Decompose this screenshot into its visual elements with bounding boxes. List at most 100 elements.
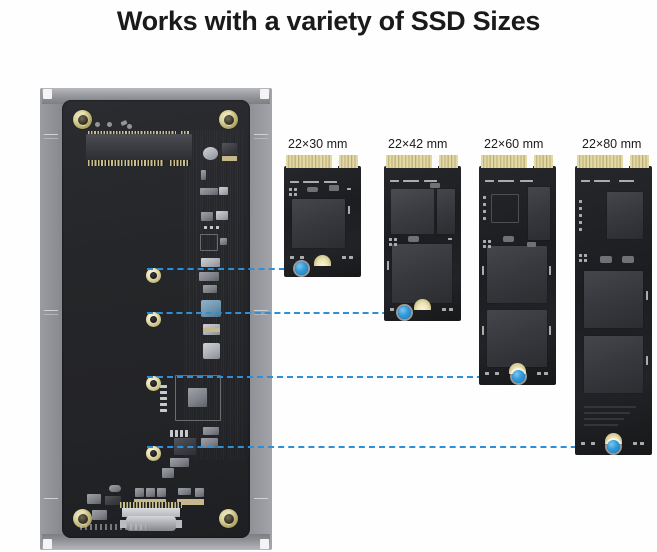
- smd-component-h: [201, 258, 220, 267]
- smd-component-x: [195, 488, 204, 497]
- silk-line-b: [594, 180, 610, 182]
- smd-component-n: [170, 458, 189, 467]
- smd-pad-7: [342, 256, 346, 259]
- chassis-groove-left-e: [44, 498, 58, 499]
- m2-socket-pins-bottom-right: [170, 160, 190, 166]
- smd-component-c: [200, 188, 218, 195]
- silk-line-b: [303, 181, 319, 183]
- smd-component-v: [157, 488, 166, 497]
- standoff-2280[interactable]: [146, 446, 161, 461]
- m2-socket-body: [86, 134, 192, 160]
- nand-flash-chip: [292, 199, 345, 248]
- silk-line-d: [482, 266, 484, 275]
- controller-ic-outline: [175, 375, 221, 421]
- smd-component-p: [109, 485, 121, 492]
- smd-pad-11: [537, 372, 541, 375]
- nand-flash-chip-1: [487, 246, 547, 303]
- usb-c-wing-right: [173, 520, 182, 528]
- soic-pad-b: [175, 430, 178, 437]
- m2-socket: [86, 130, 192, 166]
- chassis-groove-left-b: [44, 138, 58, 139]
- m2-socket-pins-top: [88, 131, 176, 136]
- smd-cap-b: [527, 242, 536, 247]
- silk-line-c: [324, 181, 337, 183]
- smd-component-d: [219, 187, 228, 195]
- smd-pad-6: [579, 207, 582, 210]
- dram-chip: [528, 187, 550, 240]
- chassis-groove-right-a: [254, 134, 268, 135]
- mounting-notch-2280: [605, 433, 622, 444]
- crystal-oscillator: [201, 300, 221, 317]
- smd-component-l: [203, 427, 219, 435]
- soic-pad-d: [185, 430, 188, 437]
- smd-pad-9: [485, 372, 489, 375]
- edge-connector-left-2242: [386, 155, 432, 168]
- smd-pad-c: [210, 226, 213, 229]
- chassis-groove-right-c: [254, 310, 268, 311]
- silk-line-e: [549, 266, 551, 275]
- chassis-tab-top-right: [260, 89, 269, 99]
- smd-pad-10: [495, 372, 499, 375]
- smd-pad-1: [389, 238, 392, 241]
- usb-c-pad-block: [122, 508, 180, 517]
- edge-connector-left-2280: [577, 155, 623, 168]
- connector-line-2242: [147, 312, 398, 314]
- smd-pad-12: [633, 442, 637, 445]
- resistor-array-b: [160, 391, 167, 394]
- smd-pad-g: [177, 499, 204, 505]
- m-key-notch-2260: [527, 155, 533, 168]
- silk-line-a: [390, 180, 399, 182]
- connector-line-2280: [147, 446, 607, 448]
- edge-connector-right-2242: [439, 155, 458, 168]
- ssd-label-2230: 22×30 mm: [288, 137, 348, 151]
- smd-component-o: [162, 468, 174, 478]
- smd-cap-b: [430, 183, 440, 188]
- silk-line-c: [424, 180, 437, 182]
- connector-dot-2280: [607, 440, 620, 453]
- smd-component-t: [135, 488, 144, 497]
- ssd-module-2280: [575, 155, 652, 455]
- page-title: Works with a variety of SSD Sizes: [116, 6, 541, 36]
- silk-line-b: [498, 180, 514, 182]
- silk-line-d: [646, 291, 648, 300]
- ic-outline-a: [200, 234, 218, 251]
- ssd-module-2242: [384, 155, 461, 321]
- silk-line-c: [520, 180, 533, 182]
- smd-pad-3: [394, 238, 397, 241]
- m-key-notch-2280: [623, 155, 629, 168]
- smd-pad-3: [294, 188, 297, 191]
- silk-line-e: [646, 356, 648, 365]
- smd-pad-7: [579, 214, 582, 217]
- chassis-tab-bottom-left: [43, 539, 52, 549]
- smd-pad-10: [581, 442, 585, 445]
- resistor-array-a: [160, 385, 167, 388]
- standoff-2230[interactable]: [146, 268, 161, 283]
- smd-pad-b: [204, 226, 207, 229]
- edge-connector-right-2260: [534, 155, 553, 168]
- edge-connector-left-2230: [286, 155, 332, 168]
- inductor-component: [203, 147, 218, 160]
- m2-socket-pins-bottom: [88, 160, 164, 166]
- edge-connector-right-2280: [630, 155, 649, 168]
- connector-dot-2260: [512, 370, 525, 383]
- ssd-pcb-2242: [384, 166, 461, 321]
- smd-pad-4: [294, 193, 297, 196]
- smd-pad-1: [483, 240, 486, 243]
- smd-pad-2: [389, 243, 392, 246]
- smd-pad-5: [390, 308, 394, 311]
- smd-pad-3: [584, 254, 587, 257]
- standoff-2242[interactable]: [146, 312, 161, 327]
- silk-line-b: [403, 180, 419, 182]
- silk-line-c: [619, 180, 634, 182]
- controller-ic: [188, 388, 207, 407]
- smd-component-i: [199, 272, 219, 281]
- smd-pad-4: [488, 245, 491, 248]
- pcb-trace-d: [584, 424, 618, 426]
- standoff-2260[interactable]: [146, 376, 161, 391]
- smd-pad-1: [289, 188, 292, 191]
- connector-line-2260: [147, 376, 513, 378]
- smd-pad-a: [222, 156, 237, 161]
- smd-component-w: [178, 488, 191, 495]
- silk-line-d: [347, 188, 351, 190]
